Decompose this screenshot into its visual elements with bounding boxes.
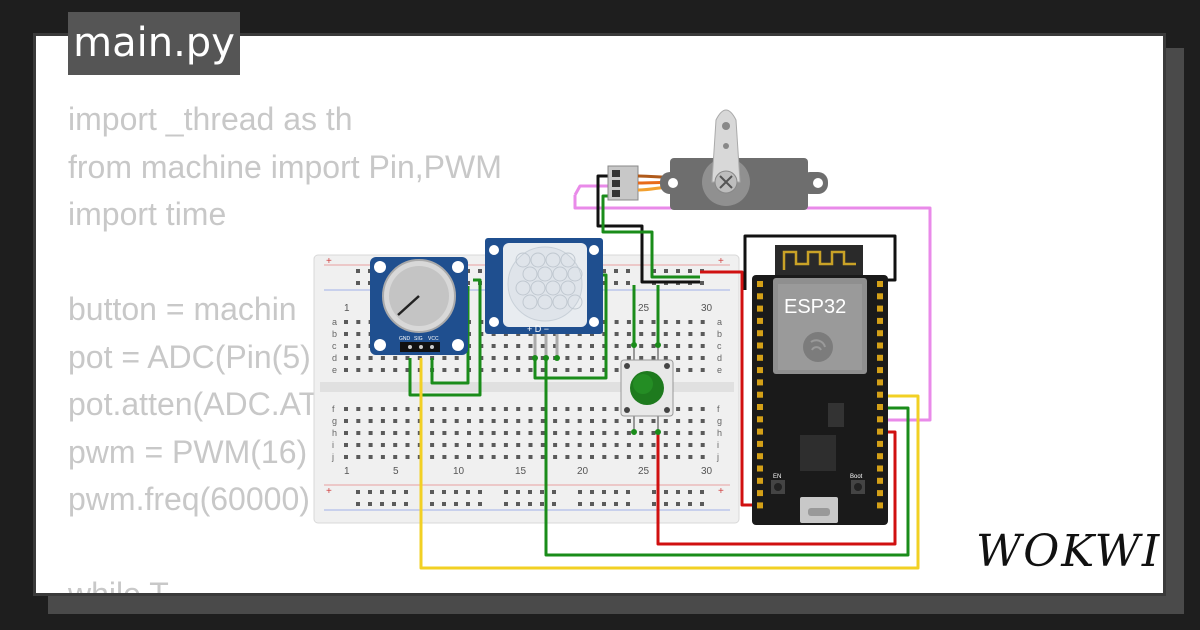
row-label: a bbox=[717, 317, 722, 327]
rail-plus-top-right: + bbox=[718, 256, 724, 267]
code-line: import time bbox=[68, 196, 227, 232]
wire-green-pot bbox=[408, 278, 482, 397]
row-label: d bbox=[332, 353, 337, 363]
pot-pin-vcc: VCC bbox=[428, 336, 439, 342]
code-preview: import _thread as th from machine import … bbox=[68, 96, 502, 596]
row-label: c bbox=[717, 341, 722, 351]
row-label: j bbox=[716, 452, 719, 462]
code-line: while T bbox=[68, 576, 169, 596]
wire-red-gnd bbox=[700, 270, 756, 507]
row-label: g bbox=[332, 416, 337, 426]
rail-plus-bottom-left: + bbox=[326, 486, 332, 497]
wire-black-top bbox=[743, 234, 897, 290]
column-number: 25 bbox=[638, 466, 650, 477]
code-line: import _thread as th bbox=[68, 101, 353, 137]
row-label: i bbox=[717, 440, 719, 450]
row-label: j bbox=[331, 452, 334, 462]
code-line: pot.atten(ADC.AT bbox=[68, 386, 319, 422]
column-number: 30 bbox=[701, 466, 713, 477]
boot-button-label: Boot bbox=[850, 474, 863, 480]
row-label: g bbox=[717, 416, 722, 426]
en-button-label: EN bbox=[773, 474, 781, 480]
row-label: e bbox=[332, 365, 337, 375]
pir-motion-sensor[interactable]: + D − bbox=[485, 238, 603, 361]
wire-black-servo bbox=[596, 174, 700, 284]
row-labels-bottom-left: f g h i j bbox=[331, 404, 337, 462]
esp32-label: ESP32 bbox=[784, 296, 846, 318]
file-tab[interactable]: main.py bbox=[68, 12, 240, 75]
row-label: c bbox=[332, 341, 337, 351]
column-number: 5 bbox=[393, 466, 399, 477]
column-number: 20 bbox=[577, 466, 589, 477]
wires bbox=[408, 174, 932, 570]
column-number: 15 bbox=[515, 466, 527, 477]
column-numbers-bottom: 1 5 10 15 20 25 30 bbox=[344, 466, 713, 477]
code-line: pwm = PWM(16) bbox=[68, 433, 308, 470]
row-label: e bbox=[717, 365, 722, 375]
pot-pin-sig: SIG bbox=[414, 336, 423, 342]
row-label: a bbox=[332, 317, 337, 327]
wire-pink-servo bbox=[573, 184, 608, 196]
row-label: f bbox=[717, 404, 720, 414]
wokwi-logo: WOKWI bbox=[976, 526, 1162, 577]
wire-green-pir2 bbox=[544, 358, 910, 557]
row-label: f bbox=[332, 404, 335, 414]
wire-yellow bbox=[419, 358, 920, 570]
push-button[interactable] bbox=[620, 342, 674, 435]
column-numbers-top: 1 25 30 bbox=[344, 303, 713, 314]
row-labels-top-left: a b c d e bbox=[332, 317, 337, 375]
potentiometer-module[interactable]: GND SIG VCC bbox=[370, 257, 468, 355]
wire-green-pir bbox=[533, 273, 608, 380]
code-line: button = machin bbox=[68, 291, 297, 327]
row-label: b bbox=[717, 329, 722, 339]
row-labels-top-right: a b c d e bbox=[717, 317, 722, 375]
column-number: 25 bbox=[638, 303, 650, 314]
pot-pin-gnd: GND bbox=[399, 336, 411, 342]
code-line: pot = ADC(Pin(5) bbox=[68, 338, 311, 375]
esp32-pin-headers bbox=[757, 281, 883, 509]
row-label: h bbox=[332, 428, 337, 438]
wire-pink bbox=[573, 195, 932, 422]
servo-motor[interactable] bbox=[607, 109, 828, 210]
row-label: d bbox=[717, 353, 722, 363]
pir-pin-labels: + D − bbox=[527, 324, 549, 334]
row-label: i bbox=[332, 440, 334, 450]
row-label: h bbox=[717, 428, 722, 438]
column-number: 1 bbox=[344, 466, 350, 477]
esp32-board[interactable]: ESP32 EN Boot bbox=[752, 245, 888, 525]
rail-plus-bottom-right: + bbox=[718, 486, 724, 497]
code-line: pwm.freq(60000) bbox=[68, 481, 310, 517]
row-labels-bottom-right: f g h i j bbox=[716, 404, 722, 462]
code-line: from machine import Pin,PWM bbox=[68, 148, 502, 185]
wire-red-btn bbox=[656, 430, 897, 546]
row-label: b bbox=[332, 329, 337, 339]
column-number: 10 bbox=[453, 466, 465, 477]
wire-green-servo bbox=[601, 194, 700, 279]
column-number: 30 bbox=[701, 303, 713, 314]
column-number: 1 bbox=[344, 303, 350, 314]
rail-plus-top-left: + bbox=[326, 256, 332, 267]
